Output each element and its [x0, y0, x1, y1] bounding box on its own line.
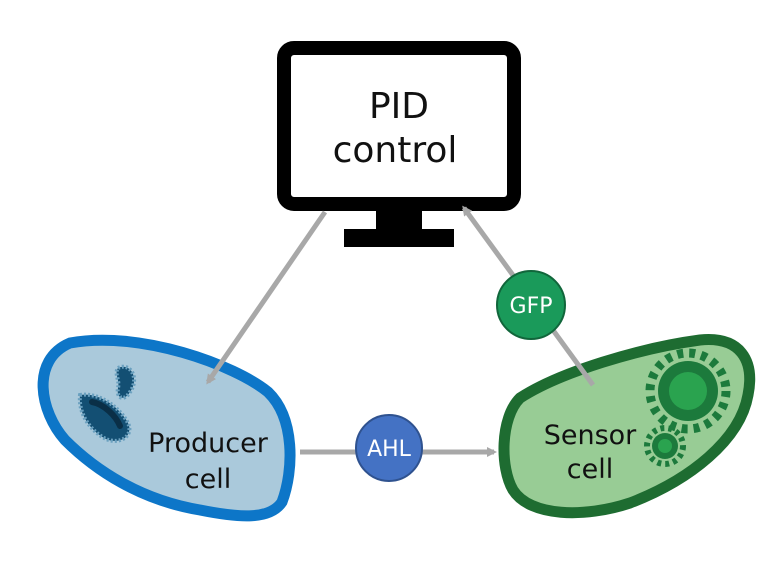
monitor-neck: [376, 210, 422, 232]
sensor-label-line1: Sensor: [544, 420, 637, 451]
arrow-monitor-to-producer: [205, 210, 328, 385]
sensor-label-line2: cell: [567, 454, 613, 485]
monitor-base: [344, 229, 454, 247]
ahl-badge: AHL: [355, 414, 423, 482]
monitor-label-line1: PID: [369, 86, 429, 127]
monitor-screen: [277, 41, 521, 211]
sensor-organelle-small: [644, 425, 686, 467]
producer-organelle-large: [77, 392, 132, 443]
ahl-label: AHL: [367, 437, 412, 462]
monitor-label-line2: control: [333, 130, 458, 171]
producer-cell-body: [37, 334, 296, 522]
computer-monitor-icon: [277, 41, 521, 247]
sensor-cell: [498, 334, 756, 519]
producer-organelle-small: [114, 364, 137, 400]
producer-label-line1: Producer: [148, 428, 269, 459]
sensor-organelle-large: [645, 348, 731, 434]
producer-cell: [37, 334, 296, 522]
gfp-badge: GFP: [496, 270, 566, 340]
gfp-label: GFP: [510, 294, 553, 319]
producer-label-line2: cell: [185, 464, 231, 495]
